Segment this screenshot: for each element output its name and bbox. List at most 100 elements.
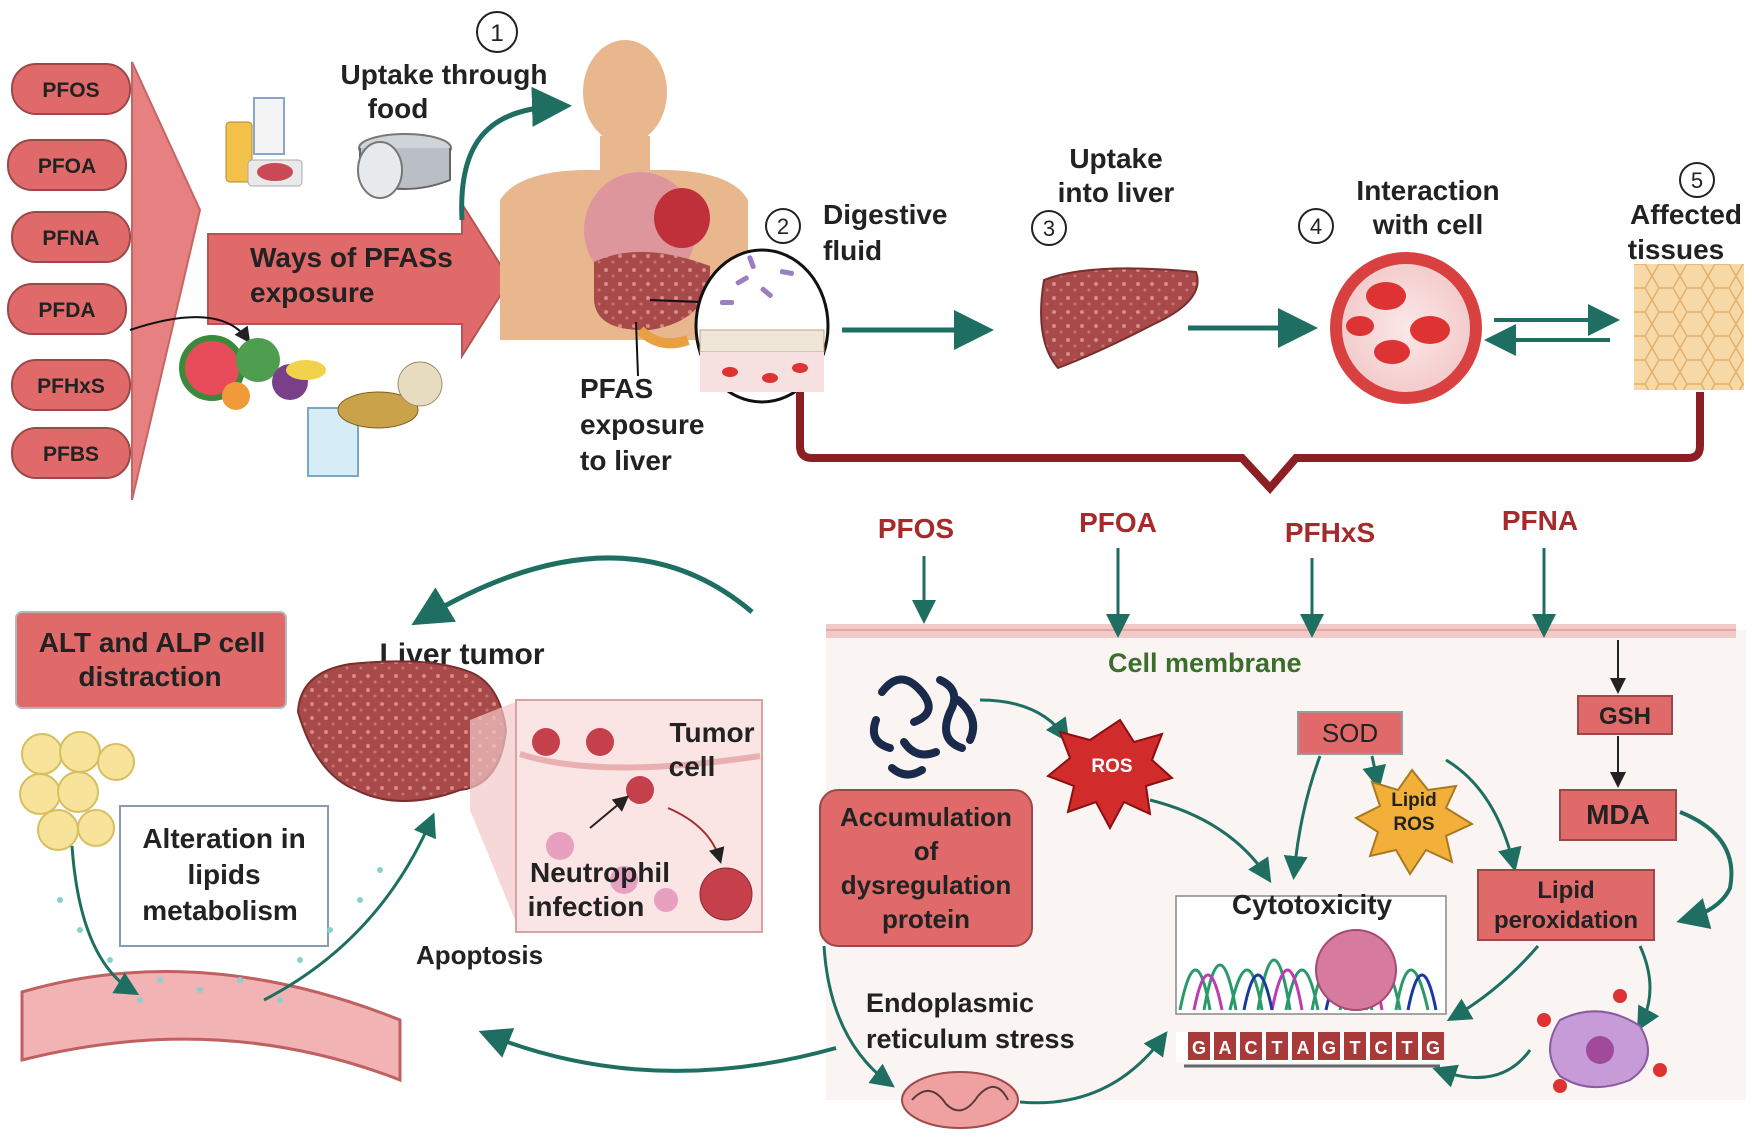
alt-alp-box: [15, 611, 287, 709]
alteration-line2: lipids: [187, 859, 260, 890]
heart-icon: [654, 188, 710, 248]
membrane-compound-pfos: PFOS: [878, 513, 954, 544]
body-liver-icon: [594, 251, 711, 331]
compound-bracket-arrow: [131, 61, 202, 501]
dna-base: G: [1192, 1038, 1206, 1058]
compound-label: PFOS: [42, 79, 99, 102]
arrow-to-liver-tumor: [411, 555, 754, 626]
cytotoxicity-label: Cytotoxicity: [1232, 889, 1393, 920]
step-number: 1: [490, 20, 503, 47]
compound-label: PFHxS: [37, 375, 105, 398]
tissue-icon: [1634, 264, 1744, 390]
step-label-line1: Affected: [1630, 199, 1742, 230]
lipid-peroxidation-line2: peroxidation: [1494, 907, 1638, 934]
er-stress-line2: reticulum stress: [866, 1024, 1075, 1054]
lipid-metabolism-box: [119, 805, 329, 947]
step-number-badge: [1298, 208, 1334, 244]
juice-bottle-icon: [225, 121, 253, 183]
lipid-ros-star: Lipid ROS: [1353, 768, 1475, 876]
compound-label: PFDA: [38, 299, 95, 322]
mda-box: [1559, 789, 1677, 841]
compound-pill-pfos: [11, 63, 131, 115]
step-number: 4: [1310, 214, 1322, 239]
dna-base: T: [1350, 1038, 1361, 1058]
protein-icon: [869, 675, 977, 779]
apoptosis-label: Apoptosis: [416, 940, 543, 970]
lipid-droplets-icon: [19, 731, 135, 851]
accumulation-line2: of: [914, 836, 939, 866]
accumulation-line4: protein: [882, 904, 970, 934]
ros-label: ROS: [1091, 756, 1132, 777]
alteration-line3: metabolism: [142, 895, 298, 926]
damaged-cell-icon: [1315, 929, 1397, 1011]
gsh-label: GSH: [1599, 703, 1651, 730]
membrane-compounds: PFOS PFOA PFHxS PFNA: [878, 505, 1578, 638]
lipid-peroxidation-line1: Lipid: [1537, 877, 1594, 904]
step-label-line2: tissues: [1628, 234, 1725, 265]
shell-icon: [397, 361, 443, 407]
step-number-badge: [1031, 210, 1067, 246]
step-label-line2: fluid: [823, 235, 882, 266]
sod-label: SOD: [1322, 718, 1378, 748]
compound-pill-pfna: [11, 211, 131, 263]
cytotoxicity-panel: Cytotoxicity: [1175, 889, 1447, 1062]
sod-box: [1297, 711, 1403, 755]
human-figure: [500, 40, 748, 349]
dna-base: C: [1375, 1038, 1388, 1058]
pfas-liver-line1: PFAS: [580, 373, 653, 404]
blood-vessel-section: [20, 970, 402, 1083]
dna-base: T: [1272, 1038, 1283, 1058]
accumulation-box: Accumulation of dysregulation protein: [819, 789, 1033, 947]
ways-label-line2: exposure: [250, 277, 375, 308]
pfas-liver-line2: exposure: [580, 409, 705, 440]
mitochondria-icon: [901, 1071, 1019, 1129]
dna-base: G: [1426, 1038, 1440, 1058]
tumor-cell-line2: cell: [669, 751, 716, 782]
accumulation-line3: dysregulation: [841, 870, 1011, 900]
compound-label: PFOA: [38, 155, 96, 178]
particles: [57, 867, 383, 1003]
membrane-compound-pfhxs: PFHxS: [1285, 517, 1375, 548]
neutrophil-line2: infection: [528, 891, 645, 922]
ways-of-exposure-arrow: Ways of PFASs exposure: [207, 200, 512, 360]
compound-label: PFBS: [43, 443, 99, 466]
step-label-line1: Uptake: [1069, 143, 1162, 174]
step-label-line1: Digestive: [823, 199, 948, 230]
step-label-line2: food: [368, 93, 429, 124]
fish-icon: [337, 391, 419, 429]
step-label-line2: into liver: [1058, 177, 1175, 208]
step-number-badge: [1679, 162, 1715, 198]
step-number: 3: [1043, 216, 1055, 241]
step-number: 5: [1691, 168, 1703, 193]
lipid-ros-line1: Lipid: [1391, 790, 1436, 811]
step-label-line1: Uptake through: [341, 59, 548, 90]
step-number: 2: [777, 214, 789, 239]
food-illustrations: [129, 97, 452, 477]
compound-pill-pfhxs: [11, 359, 131, 411]
step-4: Interaction with cell 4: [1298, 175, 1500, 404]
step-label-line1: Interaction: [1356, 175, 1499, 206]
dna-base: T: [1402, 1038, 1413, 1058]
liver-icon: [1040, 267, 1199, 370]
head: [583, 40, 667, 144]
arrow-to-apoptosis: [478, 1028, 837, 1073]
mechanism-bracket: [796, 392, 1704, 494]
alt-alp-line1: ALT and ALP cell: [39, 627, 266, 658]
step-number-badge: [765, 208, 801, 244]
ways-label-line1: Ways of PFASs: [250, 242, 453, 273]
lipid-ros-line2: ROS: [1393, 814, 1434, 835]
dna-sequence: G A C T A G T C T G: [1184, 1032, 1444, 1068]
step-3: Uptake into liver 3: [1031, 143, 1199, 370]
compound-pill-pfbs: [11, 427, 131, 479]
step-2: 2 Digestive fluid PFAS exposure to liver: [580, 199, 948, 476]
compound-list: PFOS PFOA PFNA PFDA PFHxS PFBS: [7, 61, 202, 501]
membrane-compound-pfna: PFNA: [1502, 505, 1578, 536]
er-stress-line1: Endoplasmic: [866, 988, 1034, 1018]
dna-base: A: [1297, 1038, 1310, 1058]
step-5: 5 Affected tissues: [1628, 162, 1744, 390]
dna-base: G: [1322, 1038, 1336, 1058]
tumor-zoom-panel: Tumor cell Neutrophil infection: [515, 699, 763, 933]
dna-base: A: [1219, 1038, 1232, 1058]
milk-carton-icon: [253, 97, 285, 155]
